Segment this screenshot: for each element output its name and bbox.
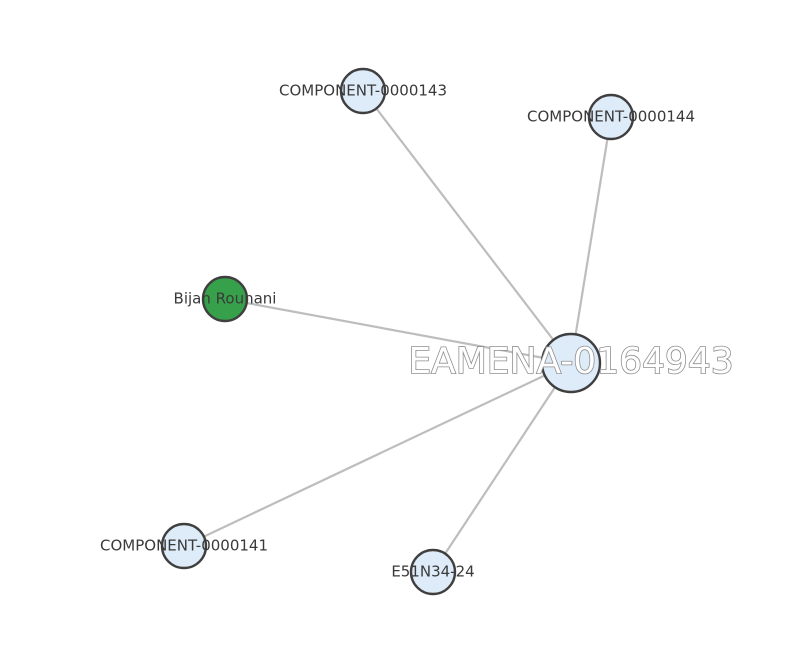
edge-component-0000144 [569, 116, 613, 364]
node-bijan-rouhani[interactable]: Bijan Rouhani [174, 275, 277, 323]
node-circle[interactable] [409, 548, 457, 596]
node-circle[interactable] [160, 522, 208, 570]
center-node-label: EAMENA-0164943 [408, 341, 733, 382]
node-label: Bijan Rouhani [174, 290, 277, 308]
edge-bijan-rouhani [224, 297, 572, 365]
node-label: COMPONENT-0000144 [527, 108, 695, 126]
edge-component-0000141 [183, 362, 572, 547]
center-node-circle[interactable] [540, 332, 602, 394]
node-center[interactable]: EAMENA-0164943 [408, 332, 734, 394]
node-circle[interactable] [587, 93, 635, 141]
node-circle[interactable] [201, 275, 249, 323]
node-component-0000144[interactable]: COMPONENT-0000144 [527, 93, 695, 141]
edges [183, 90, 613, 573]
node-component-0000141[interactable]: COMPONENT-0000141 [100, 522, 268, 570]
node-label: COMPONENT-0000141 [100, 537, 268, 555]
node-e51n34-24[interactable]: E51N34-24 [391, 548, 475, 596]
edge-e51n34-24 [432, 362, 572, 573]
node-circle[interactable] [339, 67, 387, 115]
node-component-0000143[interactable]: COMPONENT-0000143 [279, 67, 447, 115]
edge-component-0000143 [362, 90, 572, 364]
node-label: COMPONENT-0000143 [279, 82, 447, 100]
node-label: E51N34-24 [391, 563, 474, 581]
